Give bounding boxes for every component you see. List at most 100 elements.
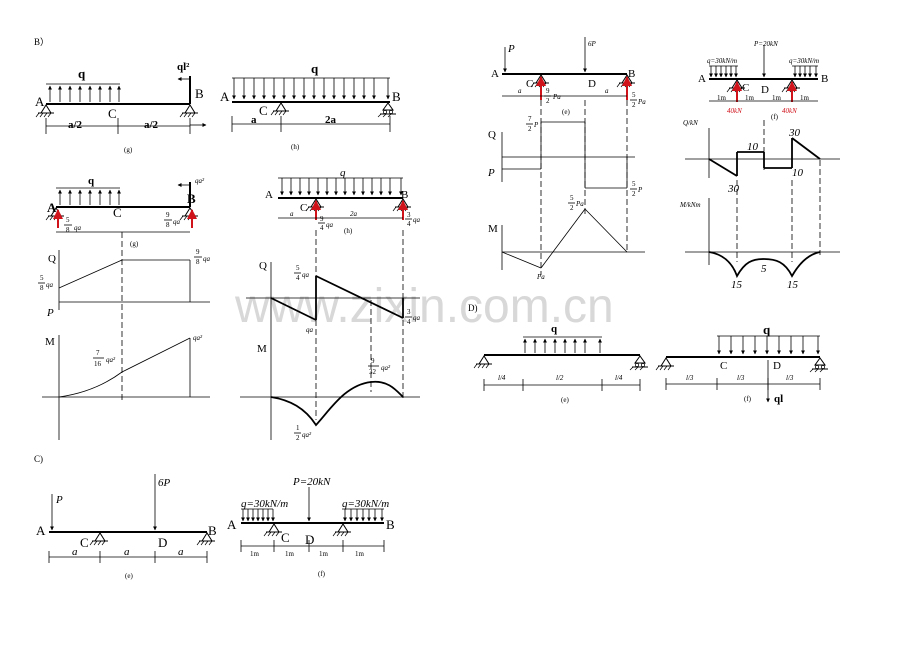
g-shear-diagram (58, 232, 210, 400)
beam-d-f (655, 335, 829, 403)
beam-f-solution (709, 45, 818, 102)
f-sol-q-left: q=30kN/m (707, 57, 737, 65)
g-sol-q-label: q (88, 175, 95, 187)
c-e-B-label: B (208, 523, 217, 538)
e-M-five-2-Pa: 5 2 Pa (568, 194, 584, 212)
beam-h-solution (278, 177, 412, 220)
svg-text:2: 2 (528, 125, 532, 133)
f-sol-A-label: A (698, 73, 706, 85)
svg-text:5: 5 (632, 91, 636, 99)
g-sol-qa2-label: qa² (195, 177, 205, 185)
h-M-nine-32-qa2: 9 32 qa² (368, 357, 391, 376)
svg-text:qa²: qa² (302, 431, 312, 439)
svg-text:qa: qa (302, 271, 310, 279)
svg-text:3: 3 (407, 308, 411, 316)
svg-text:9: 9 (320, 215, 324, 223)
e-Q-seven-2-P: 7 2 P (526, 115, 539, 133)
svg-text:8: 8 (196, 258, 200, 266)
caption-d-f: (f) (744, 395, 752, 403)
svg-text:P: P (533, 121, 539, 129)
svg-text:Pa: Pa (637, 98, 646, 106)
svg-text:qa: qa (46, 281, 54, 289)
g-top-A-label: A (35, 94, 45, 109)
d-f-D-label: D (773, 360, 781, 372)
d-e-l4-a: l/4 (498, 374, 506, 382)
beam-h-top (231, 77, 397, 132)
f-M-15-left: 15 (731, 279, 743, 291)
g-sol-C-label: C (113, 205, 122, 220)
f-M-15-right: 15 (787, 279, 799, 291)
e-sol-A-label: A (491, 68, 499, 80)
e-sol-reaction-C: 9 2 Pa (544, 87, 561, 105)
e-sol-a2: a (605, 87, 609, 95)
h-sol-reaction-B: 3 4 qa (405, 211, 421, 228)
h-sol-reaction-C: 9 4 qa (318, 215, 334, 232)
svg-text:5: 5 (66, 216, 70, 224)
svg-text:qa: qa (413, 314, 421, 322)
beam-d-e (473, 336, 649, 391)
d-f-l3-b: l/3 (737, 374, 745, 382)
g-M-end-qa2: qa² (193, 334, 203, 342)
d-f-l3-c: l/3 (786, 374, 794, 382)
d-f-C-label: C (720, 360, 727, 372)
h-sol-B-label: B (401, 189, 408, 201)
c-f-1m-c: 1m (319, 550, 329, 558)
caption-g-sol: (g) (130, 240, 139, 248)
g-top-ql2-label: ql² (177, 61, 190, 73)
f-Q-axis-label: Q/kN (683, 119, 698, 127)
e-sol-a1: a (518, 87, 522, 95)
svg-text:8: 8 (66, 226, 70, 234)
e-sol-6P-label: 6P (588, 40, 597, 48)
svg-text:Pa: Pa (575, 200, 584, 208)
c-f-1m-d: 1m (355, 550, 365, 558)
e-M-axis-label: M (488, 223, 498, 235)
caption-c-f: (f) (318, 570, 326, 578)
h-M-one-2-qa2: 1 2 qa² (294, 424, 312, 442)
caption-c-e: (e) (125, 572, 133, 580)
e-shear-diagram (501, 100, 635, 275)
c-e-6P-label: 6P (158, 477, 171, 489)
svg-text:5: 5 (40, 274, 44, 282)
c-f-1m-a: 1m (250, 550, 260, 558)
c-e-D-label: D (158, 535, 167, 550)
section-d-label: D) (468, 303, 478, 313)
f-Q-10-upper: 10 (747, 141, 759, 153)
g-sol-A-label: A (47, 200, 57, 215)
svg-text:2: 2 (632, 190, 636, 198)
c-e-a1: a (72, 546, 78, 558)
svg-text:4: 4 (296, 274, 300, 282)
h-sol-q-label: q (340, 167, 346, 179)
f-sol-B-label: B (821, 73, 828, 85)
svg-text:qa: qa (326, 221, 334, 229)
f-sol-1m-b: 1m (745, 94, 755, 102)
beam-c-f (240, 487, 385, 552)
svg-text:qa: qa (74, 224, 82, 232)
g-top-a-half-2: a/2 (144, 119, 159, 131)
svg-text:8: 8 (166, 221, 170, 229)
d-e-l4-b: l/4 (615, 374, 623, 382)
f-M-5-mid: 5 (761, 263, 767, 275)
svg-text:4: 4 (407, 220, 411, 228)
caption-d-e: (e) (561, 396, 569, 404)
svg-text:9: 9 (196, 248, 200, 256)
d-e-l2: l/2 (556, 374, 564, 382)
d-f-l3-a: l/3 (686, 374, 694, 382)
c-e-C-label: C (80, 535, 89, 550)
g-Q-nine-8-qa: 9 8 qa (194, 248, 211, 266)
f-sol-40kN-B: 40kN (782, 107, 797, 115)
caption-g-top: (g) (124, 146, 133, 154)
c-e-A-label: A (36, 523, 46, 538)
d-e-q-label: q (551, 323, 558, 335)
d-f-q-label: q (763, 322, 771, 337)
h-M-axis-label: M (257, 343, 267, 355)
svg-text:4: 4 (320, 224, 324, 232)
beam-c-e (48, 474, 216, 563)
f-sol-P-label: P=20kN (753, 40, 778, 48)
caption-h-top: (h) (291, 143, 300, 151)
e-M-Pa-label: Pa (536, 273, 545, 281)
e-moment-diagram (501, 208, 645, 270)
h-top-a-label: a (251, 114, 257, 126)
caption-f-sol: (f) (771, 113, 779, 121)
svg-text:qa: qa (203, 255, 211, 263)
